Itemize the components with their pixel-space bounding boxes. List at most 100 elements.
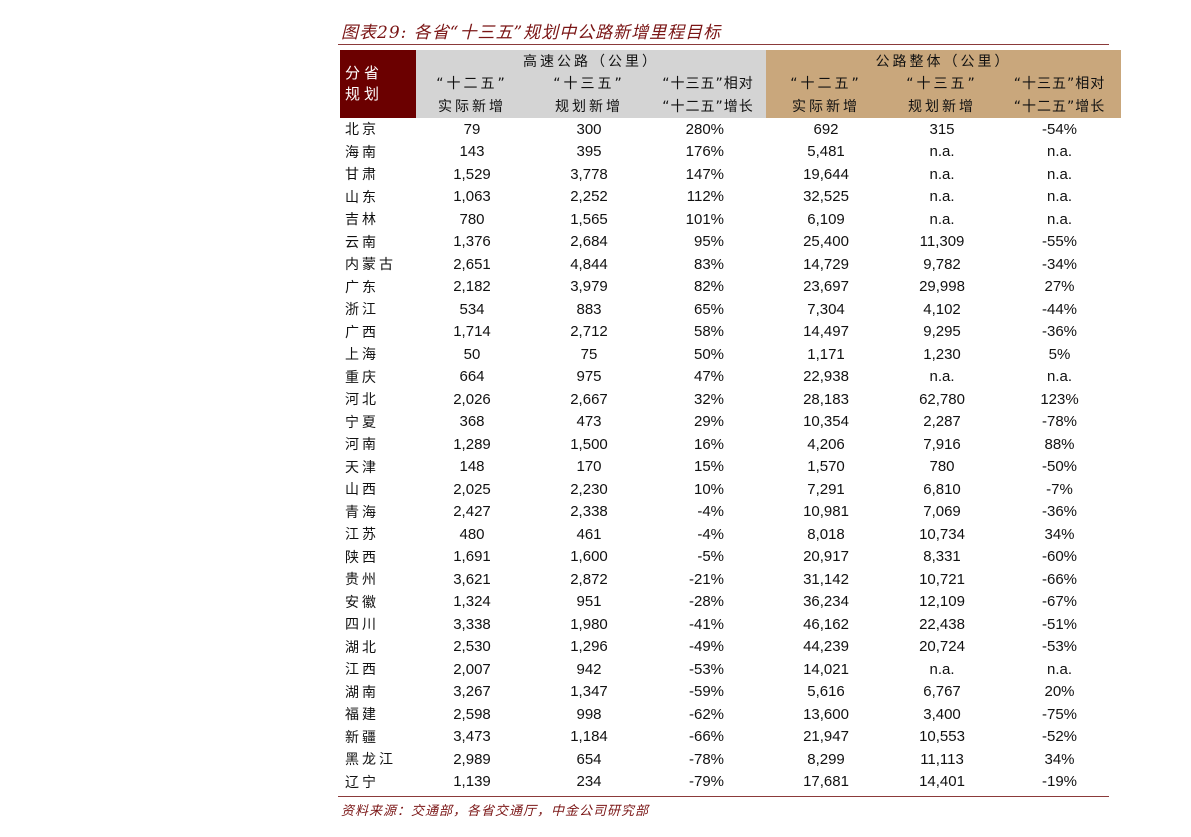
value-cell: 143	[459, 143, 485, 161]
value-cell: 28,183	[803, 390, 849, 408]
value-cell: -44%	[1042, 300, 1078, 318]
value-cell: n.a.	[1047, 660, 1073, 678]
province-cell: 福建	[345, 707, 379, 724]
value-cell: 2,007	[453, 660, 491, 678]
value-cell: -51%	[1042, 615, 1078, 633]
value-cell: 1,324	[453, 593, 491, 611]
province-cell: 海南	[345, 144, 379, 161]
province-cell: 四川	[345, 617, 379, 634]
value-cell: 2,182	[453, 278, 491, 296]
value-cell: -36%	[1042, 323, 1078, 341]
value-cell: 14,401	[919, 773, 965, 791]
province-cell: 天津	[345, 459, 379, 476]
value-cell: 7,916	[923, 435, 961, 453]
value-cell: 461	[576, 525, 602, 543]
value-cell: -36%	[1042, 503, 1078, 521]
figure-title: 图表29: 各省“十三五”规划中公路新增里程目标	[341, 23, 722, 43]
value-cell: 1,980	[570, 615, 608, 633]
value-cell: 7,304	[807, 300, 845, 318]
expressway-growth-cell: 112%	[686, 188, 725, 206]
province-cell: 广东	[345, 279, 379, 296]
value-cell: -78%	[1042, 413, 1078, 431]
province-cell: 青海	[345, 504, 379, 521]
value-cell: 148	[459, 458, 485, 476]
province-cell: 安徽	[345, 594, 379, 611]
value-cell: 1,347	[570, 683, 608, 701]
value-cell: 1,063	[453, 188, 491, 206]
value-cell: 5%	[1048, 345, 1071, 363]
value-cell: 5,481	[807, 143, 845, 161]
value-cell: 19,644	[803, 165, 849, 183]
value-cell: 11,113	[920, 750, 964, 768]
value-cell: 8,299	[807, 750, 845, 768]
value-cell: n.a.	[929, 368, 955, 386]
value-cell: 170	[576, 458, 602, 476]
value-cell: 2,684	[570, 233, 608, 251]
expressway-growth-cell: -79%	[688, 773, 725, 791]
value-cell: 9,295	[923, 323, 961, 341]
value-cell: 21,947	[803, 728, 849, 746]
value-cell: 1,600	[570, 548, 608, 566]
province-cell: 重庆	[345, 369, 379, 386]
province-cell: 上海	[345, 347, 379, 364]
value-cell: 942	[576, 660, 602, 678]
source-note: 资料来源：交通部，各省交通厅，中金公司研究部	[341, 804, 650, 819]
value-cell: 79	[463, 120, 481, 138]
value-cell: 14,497	[803, 323, 849, 341]
value-cell: 3,778	[570, 165, 608, 183]
value-cell: n.a.	[1047, 165, 1073, 183]
value-cell: 6,810	[923, 480, 961, 498]
value-cell: 123%	[1040, 390, 1079, 408]
province-cell: 辽宁	[345, 774, 379, 791]
province-cell: 黑龙江	[345, 752, 396, 769]
value-cell: 4,102	[923, 300, 961, 318]
value-cell: 27%	[1044, 278, 1075, 296]
province-cell: 浙江	[345, 302, 379, 319]
value-cell: 75	[580, 345, 598, 363]
expressway-growth-cell: -5%	[697, 548, 725, 566]
value-cell: -54%	[1042, 120, 1078, 138]
value-cell: 20,917	[803, 548, 849, 566]
expressway-growth-cell: 176%	[685, 143, 725, 161]
expressway-growth-cell: 47%	[693, 368, 725, 386]
value-cell: 883	[576, 300, 602, 318]
value-cell: 2,598	[453, 705, 491, 723]
value-cell: 62,780	[919, 390, 965, 408]
province-cell: 北京	[345, 122, 379, 139]
value-cell: 10,734	[919, 525, 965, 543]
value-cell: n.a.	[1047, 368, 1073, 386]
expressway-growth-cell: 32%	[693, 390, 725, 408]
value-cell: 534	[459, 300, 485, 318]
value-cell: 22,438	[919, 615, 965, 633]
value-cell: 6,109	[807, 210, 845, 228]
value-cell: 1,296	[570, 638, 608, 656]
value-cell: 5,616	[807, 683, 845, 701]
highway-group-header: 公路整体（公里）	[766, 50, 1122, 72]
value-cell: 2,427	[453, 503, 491, 521]
value-cell: n.a.	[929, 188, 955, 206]
expressway-growth-cell: -49%	[688, 638, 725, 656]
value-cell: 3,621	[453, 570, 491, 588]
value-cell: 234	[576, 773, 602, 791]
value-cell: 664	[459, 368, 485, 386]
expressway-growth-cell: -41%	[688, 615, 725, 633]
value-cell: -50%	[1042, 458, 1078, 476]
value-cell: 46,162	[803, 615, 849, 633]
value-cell: 11,309	[919, 233, 965, 251]
value-cell: 2,338	[570, 503, 608, 521]
value-cell: 300	[576, 120, 602, 138]
province-cell: 广西	[345, 324, 379, 341]
value-cell: 10,354	[803, 413, 849, 431]
value-cell: 2,530	[453, 638, 491, 656]
